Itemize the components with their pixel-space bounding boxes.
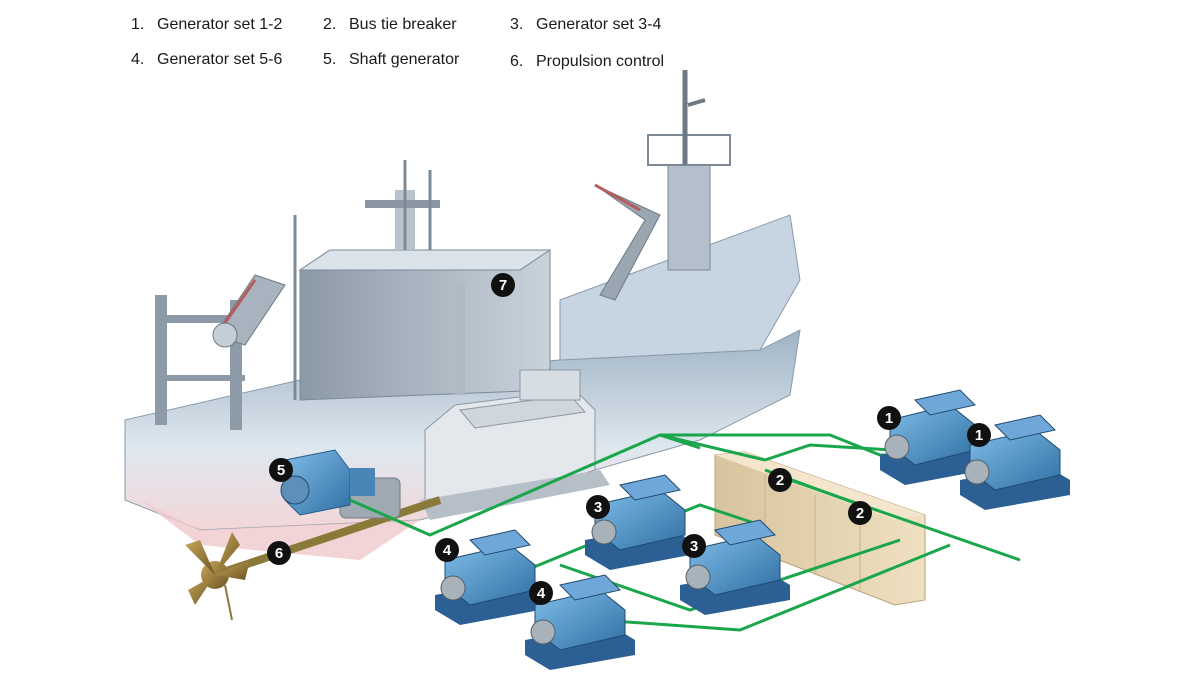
generator-set-3a bbox=[585, 474, 690, 570]
callout-1b: 1 bbox=[967, 423, 991, 447]
callout-3b: 3 bbox=[682, 534, 706, 558]
svg-text:3: 3 bbox=[594, 499, 602, 516]
callout-6: 6 bbox=[267, 541, 291, 565]
mast-tower bbox=[594, 70, 731, 301]
svg-text:2: 2 bbox=[856, 505, 864, 522]
generator-set-4a bbox=[435, 529, 540, 625]
callout-4a: 4 bbox=[435, 538, 459, 562]
svg-text:4: 4 bbox=[537, 585, 546, 602]
callout-2b: 2 bbox=[848, 501, 872, 525]
svg-text:2: 2 bbox=[776, 472, 784, 489]
generator-set-3b bbox=[680, 519, 790, 615]
callout-2a: 2 bbox=[768, 468, 792, 492]
legend-item-3: 3.Generator set 3-4 bbox=[510, 16, 662, 33]
svg-text:5: 5 bbox=[277, 462, 285, 479]
callout-1a: 1 bbox=[877, 406, 901, 430]
legend-item-4: 4.Generator set 5-6 bbox=[131, 51, 283, 68]
switchboard bbox=[714, 451, 926, 606]
legend-item-6: 6.Propulsion control bbox=[510, 53, 665, 70]
legend: 1.Generator set 1-2 2.Bus tie breaker 3.… bbox=[0, 0, 760, 90]
callout-7: 7 bbox=[491, 273, 515, 297]
shaft-generator bbox=[280, 449, 375, 516]
svg-text:3: 3 bbox=[690, 538, 698, 555]
stern-gantry bbox=[155, 215, 297, 430]
svg-text:1: 1 bbox=[885, 410, 893, 427]
propeller bbox=[185, 532, 250, 621]
callout-5: 5 bbox=[269, 458, 293, 482]
svg-text:7: 7 bbox=[499, 277, 507, 294]
legend-item-1: 1.Generator set 1-2 bbox=[131, 16, 283, 33]
legend-item-5: 5.Shaft generator bbox=[323, 51, 460, 68]
svg-text:1: 1 bbox=[975, 427, 983, 444]
main-engine bbox=[420, 369, 610, 520]
superstructure bbox=[298, 160, 552, 401]
generator-set-1b bbox=[960, 414, 1070, 510]
generator-set-4b bbox=[525, 574, 635, 670]
callout-4b: 4 bbox=[529, 581, 553, 605]
svg-text:4: 4 bbox=[443, 542, 452, 559]
generator-set-1a bbox=[880, 389, 985, 485]
callout-3a: 3 bbox=[586, 495, 610, 519]
svg-text:6: 6 bbox=[275, 545, 283, 562]
legend-item-2: 2.Bus tie breaker bbox=[323, 16, 457, 33]
